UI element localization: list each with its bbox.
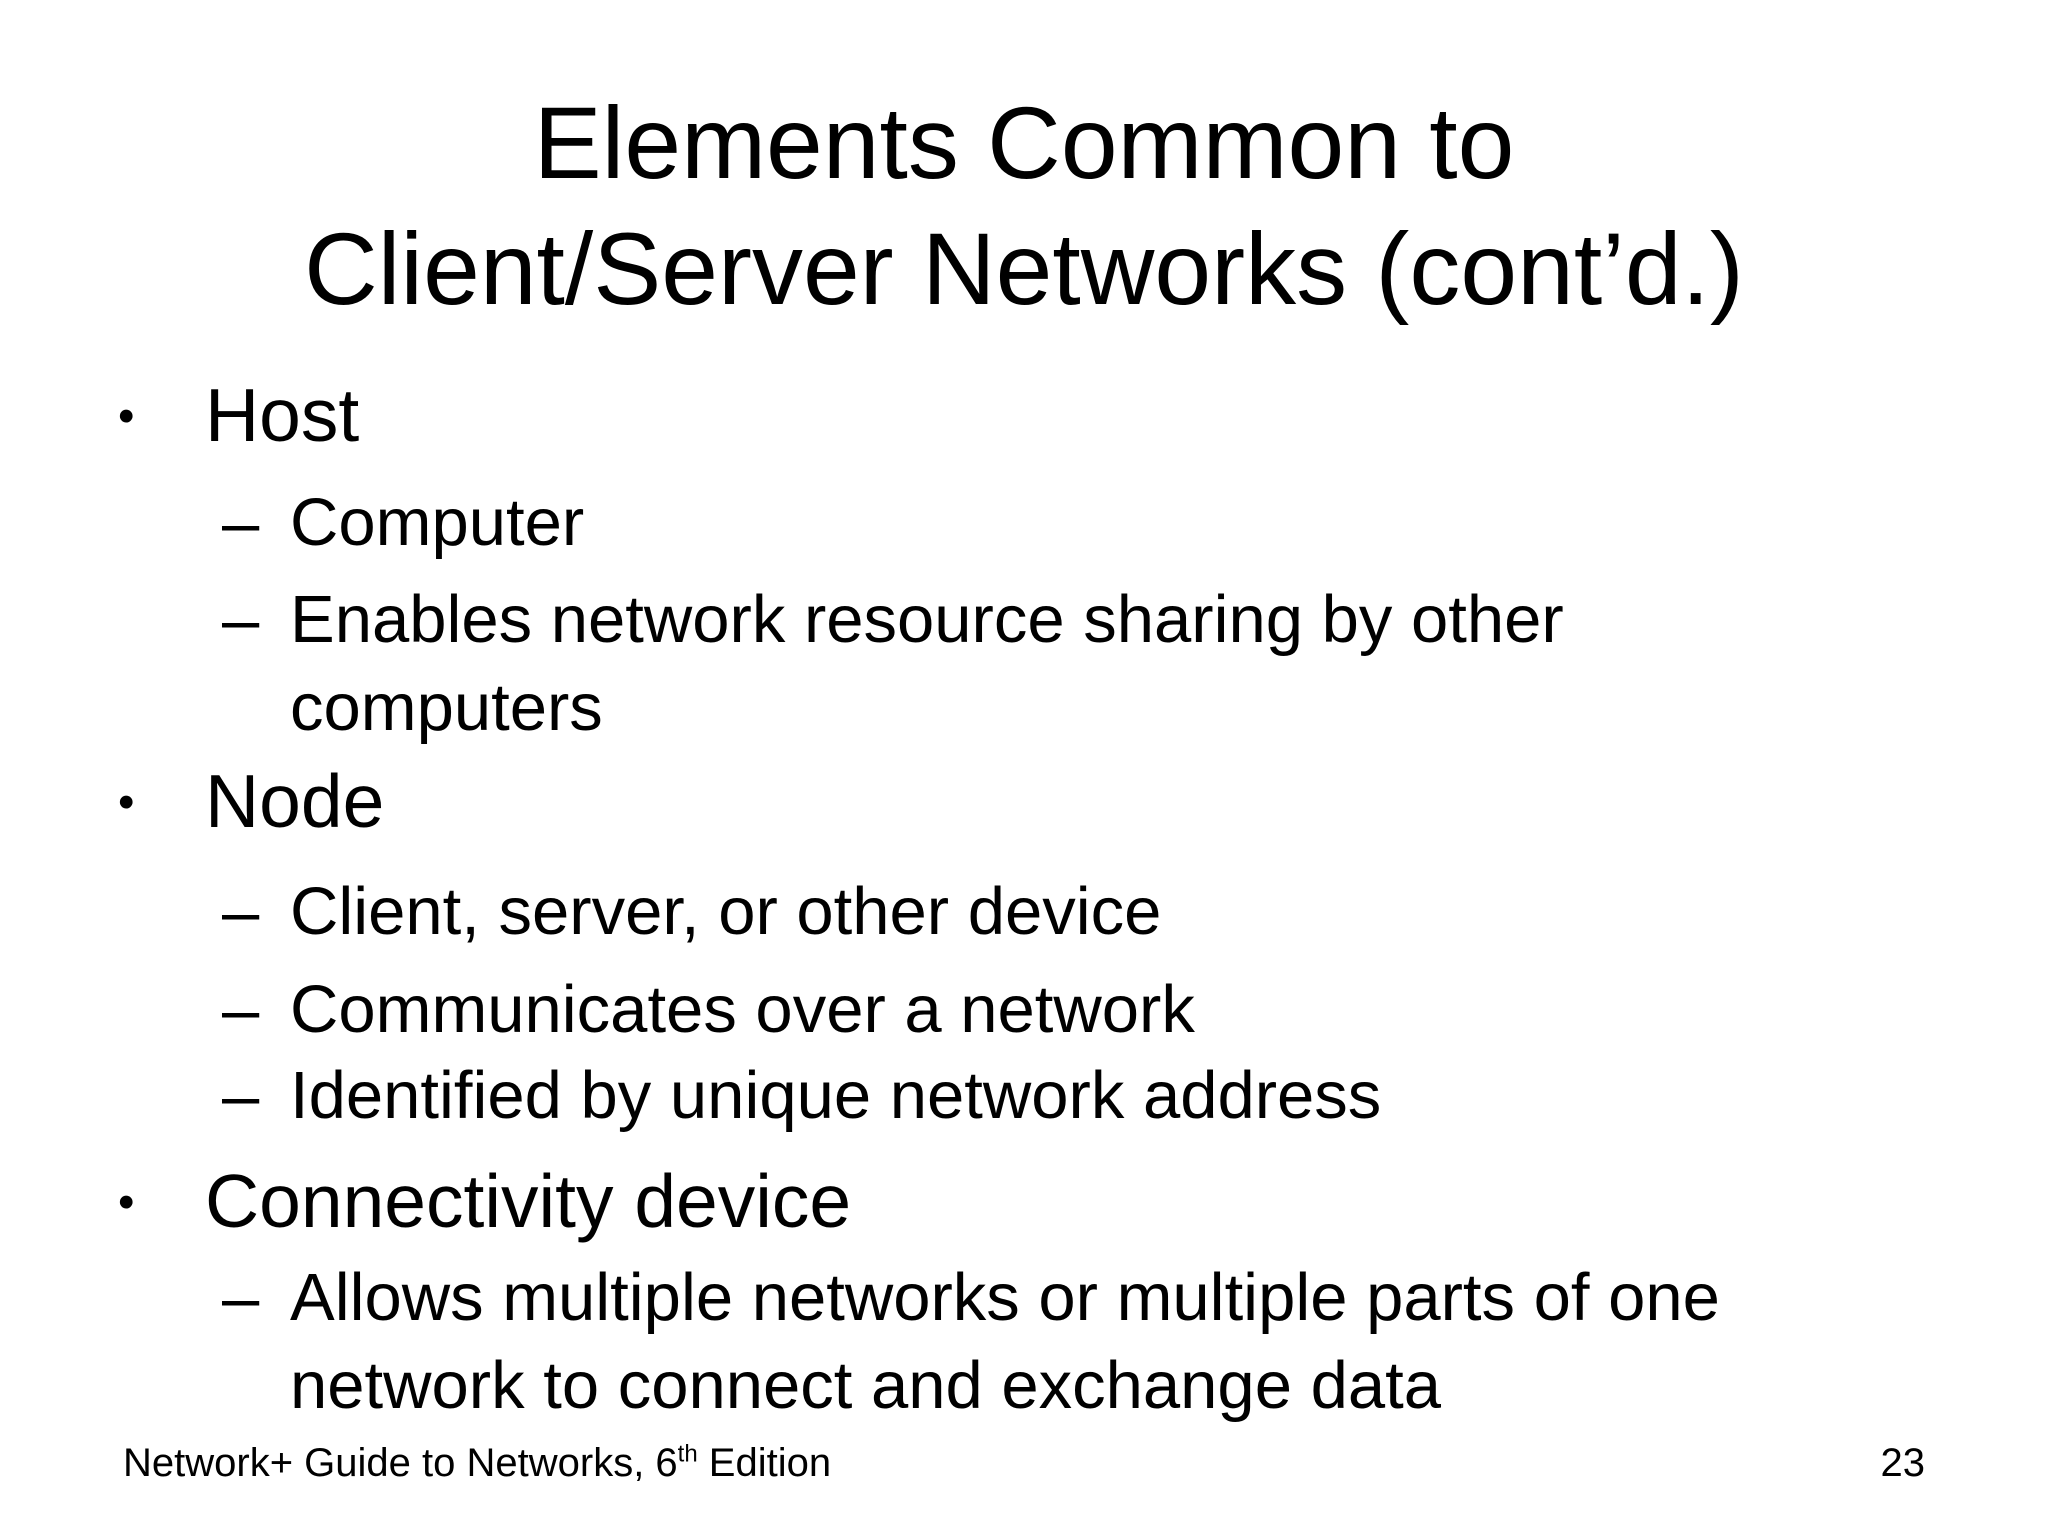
- bullet-item-node: • Node: [118, 757, 1855, 846]
- dash-marker: –: [222, 874, 260, 949]
- dash-marker: –: [222, 972, 260, 1047]
- bullet-item-client-server-device: –Client, server, or other device: [222, 868, 1790, 956]
- footer-citation-text: Network+ Guide to Networks, 6: [123, 1441, 678, 1485]
- bullet-item-communicates: –Communicates over a network: [222, 966, 1790, 1054]
- title-line-2: Client/Server Networks (cont’d.): [304, 212, 1744, 326]
- dash-marker: –: [222, 1058, 260, 1133]
- bullet-text: Computer: [290, 485, 585, 560]
- bullet-item-enables-sharing: –Enables network resource sharing by oth…: [222, 576, 1790, 752]
- bullet-text: Enables network resource sharing by othe…: [290, 582, 1564, 745]
- bullet-item-allows-networks: –Allows multiple networks or multiple pa…: [222, 1254, 1790, 1430]
- bullet-item-identified: –Identified by unique network address: [222, 1052, 1790, 1140]
- page-number: 23: [1880, 1441, 1926, 1485]
- bullet-text: Host: [205, 373, 360, 457]
- title-line-1: Elements Common to: [533, 86, 1515, 200]
- bullet-marker: •: [118, 775, 135, 828]
- bullet-marker: •: [118, 1175, 135, 1228]
- bullet-item-computer: –Computer: [222, 479, 1790, 567]
- slide-title: Elements Common to Client/Server Network…: [0, 80, 2048, 332]
- bullet-text: Identified by unique network address: [290, 1058, 1382, 1133]
- bullet-text: Node: [205, 759, 385, 843]
- footer-citation-superscript: th: [677, 1440, 698, 1468]
- footer-citation: Network+ Guide to Networks, 6th Edition: [123, 1440, 831, 1486]
- bullet-text: Client, server, or other device: [290, 874, 1162, 949]
- bullet-text: Connectivity device: [205, 1159, 852, 1243]
- bullet-item-host: • Host: [118, 371, 1855, 460]
- bullet-text: Allows multiple networks or multiple par…: [290, 1260, 1720, 1423]
- dash-marker: –: [222, 582, 260, 657]
- bullet-item-connectivity-device: • Connectivity device: [118, 1157, 1855, 1246]
- bullet-marker: •: [118, 389, 135, 442]
- dash-marker: –: [222, 485, 260, 560]
- dash-marker: –: [222, 1260, 260, 1335]
- bullet-text: Communicates over a network: [290, 972, 1195, 1047]
- footer-citation-tail: Edition: [697, 1441, 832, 1485]
